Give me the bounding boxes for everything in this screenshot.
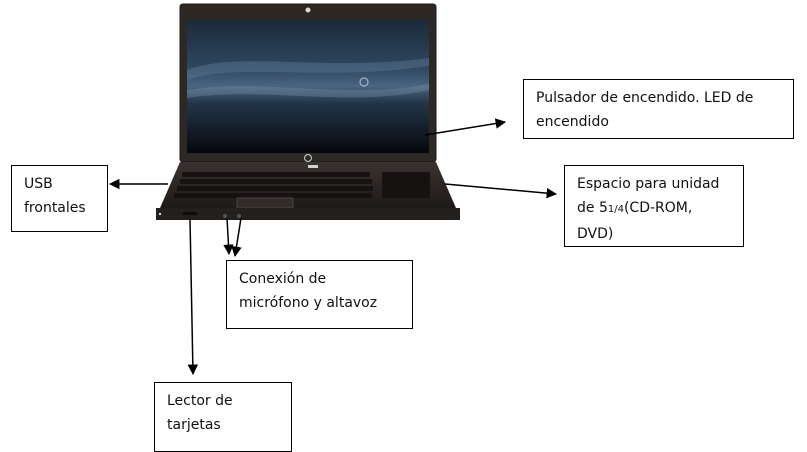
audio-label-line1: Conexión de [239,271,327,287]
card-reader-label: Lector de tarjetas [154,382,292,452]
laptop-illustration [156,3,460,220]
power-arrow [424,118,507,136]
usb-label: USB frontales [11,165,108,232]
audio-label-line2: micrófono y altavoz [239,295,378,311]
audio-arrow-1 [223,217,234,256]
drive-label-line2: de 51/4(CD-ROM, [577,196,733,222]
laptop-image [150,0,466,222]
card-reader-line1: Lector de [167,393,233,409]
card-reader-arrow [187,218,199,376]
drive-prefix: de 5 [577,200,608,216]
drive-suffix: (CD-ROM, [623,200,693,216]
power-button-label: Pulsador de encendido. LED de encendido [523,79,794,139]
optical-drive-label: Espacio para unidad de 51/4(CD-ROM, DVD) [564,165,744,247]
power-label-line1: Pulsador de encendido. LED de [536,90,754,106]
usb-label-line1: USB [24,176,53,192]
drive-label-line3: DVD) [577,226,614,242]
drive-label-line1: Espacio para unidad [577,176,720,192]
power-label-line2: encendido [536,114,609,130]
usb-label-line2: frontales [24,200,86,216]
card-reader-line2: tarjetas [167,417,221,433]
webcam-icon [305,7,311,13]
audio-arrow-2 [231,217,242,258]
audio-jacks-label: Conexión de micrófono y altavoz [226,260,413,329]
hp-logo-icon [303,153,313,163]
hp-logo-icon [359,77,369,87]
drive-arrow [444,183,558,199]
drive-fraction: 1/4 [607,204,624,215]
